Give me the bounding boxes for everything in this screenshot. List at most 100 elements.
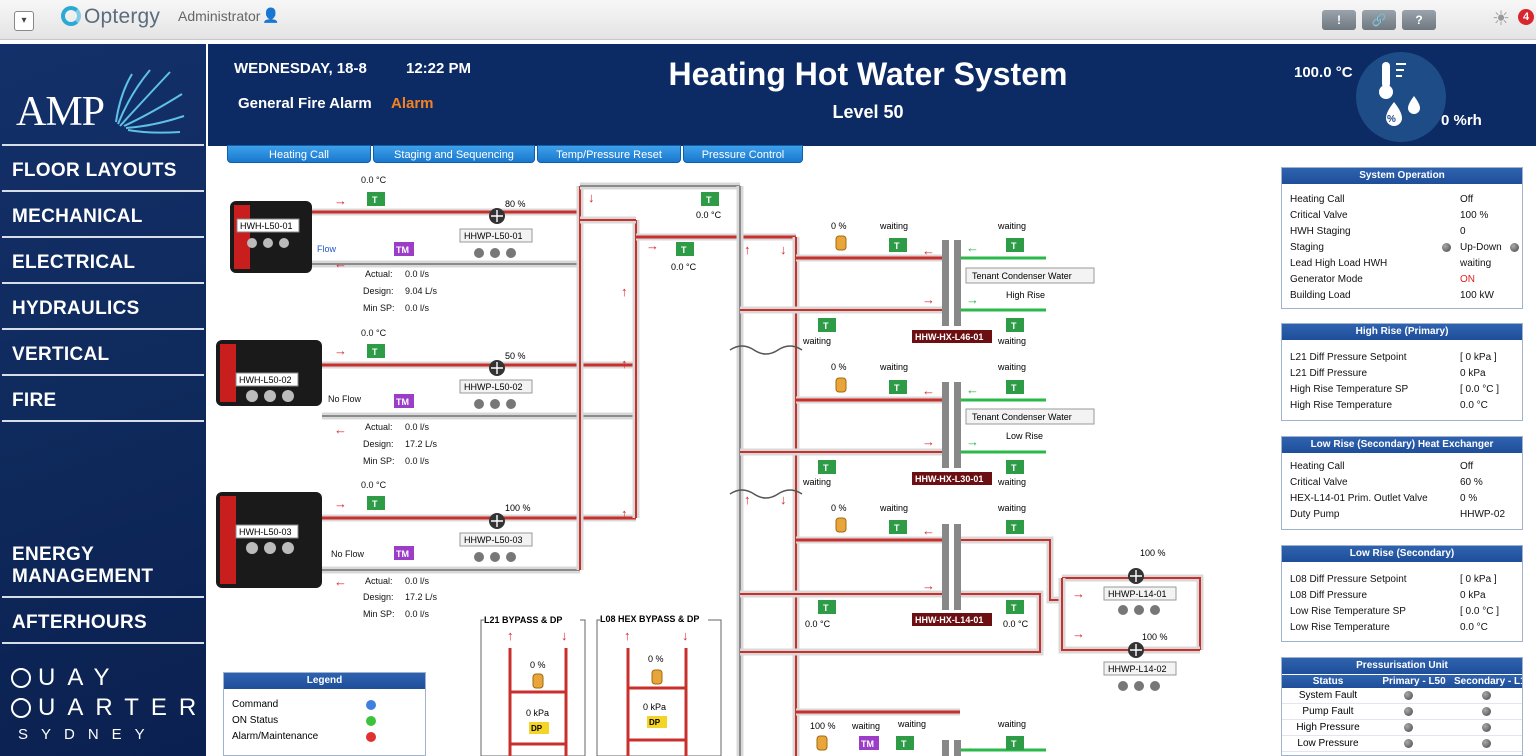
- alert-button[interactable]: !: [1322, 10, 1356, 30]
- svg-text:TM: TM: [861, 739, 874, 749]
- row-value[interactable]: [ 0 kPa ]: [1460, 352, 1497, 363]
- help-button[interactable]: ?: [1402, 10, 1436, 30]
- row-value[interactable]: [ 0.0 °C ]: [1460, 384, 1500, 395]
- link-button[interactable]: 🔗: [1362, 10, 1396, 30]
- temp-sensor-tag: T: [1006, 238, 1024, 252]
- bypass-l08-valve-pct: 0 %: [648, 654, 664, 664]
- fire-alarm-status[interactable]: Alarm: [391, 95, 434, 112]
- col-secondary: Secondary - L14: [1454, 676, 1522, 687]
- row-label: System Fault: [1298, 690, 1358, 701]
- user-icon[interactable]: 👤: [262, 7, 280, 23]
- boiler-3[interactable]: HWH-L50-03: [216, 492, 322, 588]
- svg-text:T: T: [1011, 739, 1017, 749]
- nav-floor-layouts[interactable]: FLOOR LAYOUTS: [2, 148, 204, 192]
- boiler-data: 0.0 °C 0.0 °C 0.0 °C Flow No Flow No Flo…: [317, 175, 438, 619]
- flow-meter-tag: TM: [394, 242, 414, 256]
- row-value[interactable]: [ 0 kPa ]: [1460, 574, 1497, 585]
- row-value[interactable]: 100 %: [1460, 210, 1489, 221]
- flow-meter-tags[interactable]: TM TM TM TM: [394, 242, 879, 750]
- row-label: L08 Diff Pressure: [1290, 590, 1368, 601]
- bypass-boxes[interactable]: L21 BYPASS & DP 0 % 0 kPa DP L08 HEX BYP…: [480, 613, 722, 756]
- boiler-1-minsp: 0.0 l/s: [405, 303, 430, 313]
- top-bar: ▾ Optergy Administrator 👤 ! 🔗 ? ☀ 4: [0, 0, 1536, 40]
- flow-meter-tag: TM: [394, 394, 414, 408]
- quay-quarter-q-icon: [11, 668, 31, 718]
- primary-pumps[interactable]: 80 % HHWP-L50-01 50 % HHWP-L50-02 100 % …: [459, 199, 533, 562]
- flow-arrow-down: ↓: [682, 628, 689, 643]
- hx-3-name: HHW-HX-L14-01: [915, 615, 983, 625]
- heat-exchangers[interactable]: HHW-HX-L46-01 Tenant Condenser Water Hig…: [805, 240, 1095, 756]
- staging-down-icon[interactable]: [1442, 243, 1451, 252]
- row-label: Heating Call: [1290, 461, 1345, 472]
- tab-staging-sequencing[interactable]: Staging and Sequencing: [373, 145, 535, 163]
- temp-sensor-tag: T: [701, 192, 719, 206]
- low-rise-panel: Low Rise (Secondary) L08 Diff Pressure S…: [1281, 545, 1523, 642]
- row-value[interactable]: 0: [1460, 226, 1466, 237]
- nav-energy-line1: ENERGY: [12, 544, 95, 565]
- waiting-label: waiting: [802, 336, 831, 346]
- legend-row: Alarm/Maintenance: [224, 729, 425, 745]
- row-value: 0 %: [1460, 493, 1478, 504]
- tab-heating-call[interactable]: Heating Call: [227, 145, 371, 163]
- row-value[interactable]: Off: [1460, 194, 1474, 205]
- flow-arrow-down: ↓: [561, 628, 568, 643]
- flow-arrow-right: →: [922, 292, 935, 307]
- tab-temp-pressure-reset[interactable]: Temp/Pressure Reset: [537, 145, 681, 163]
- nav-hydraulics[interactable]: HYDRAULICS: [2, 286, 204, 330]
- pump-1-speed: 80 %: [505, 199, 526, 209]
- flow-meter-tag: TM: [394, 546, 414, 560]
- page-subtitle: Level 50: [832, 102, 904, 122]
- boiler-2[interactable]: HWH-L50-02: [216, 340, 322, 406]
- temperature-sensors[interactable]: T T T T T T T T T T T T T T T T T T T: [367, 192, 1024, 750]
- row-value: ON: [1460, 274, 1475, 285]
- nav-energy-management[interactable]: ENERGY MANAGEMENT: [2, 544, 204, 598]
- boiler-2-minsp: 0.0 l/s: [405, 456, 430, 466]
- minsp-label: Min SP:: [363, 303, 395, 313]
- row-value: 60 %: [1460, 477, 1483, 488]
- boiler-1-temp: 0.0 °C: [361, 175, 387, 185]
- hx-valves[interactable]: 0 % 0 % 0 % 100 %: [810, 221, 847, 751]
- hx-2-zone: Low Rise: [1006, 431, 1043, 441]
- svg-text:T: T: [372, 347, 378, 357]
- nav-fire[interactable]: FIRE: [2, 378, 204, 422]
- staging-up-icon[interactable]: [1510, 243, 1519, 252]
- row-value[interactable]: [ 0.0 °C ]: [1460, 606, 1500, 617]
- flow-arrow-up: ↑: [744, 242, 751, 257]
- user-name[interactable]: Administrator: [178, 8, 261, 24]
- hx-3-valve-pct: 0 %: [831, 503, 847, 513]
- secondary-pumps[interactable]: 100 % HHWP-L14-01 100 % HHWP-L14-02: [1103, 548, 1177, 691]
- boiler-1[interactable]: HWH-L50-01: [230, 201, 312, 273]
- alarm-count-badge[interactable]: 4: [1518, 9, 1534, 25]
- optergy-logo-icon: [61, 6, 81, 26]
- nav-vertical[interactable]: VERTICAL: [2, 332, 204, 376]
- header-temp-2: 0.0 °C: [671, 262, 697, 272]
- waiting-label: waiting: [997, 336, 1026, 346]
- row-label: Heating Call: [1290, 194, 1345, 205]
- svg-text:T: T: [823, 603, 829, 613]
- pressurisation-row: Pump Fault: [1282, 704, 1522, 720]
- quarter-text: UARTER: [38, 694, 209, 721]
- boiler-2-name: HWH-L50-02: [239, 375, 292, 385]
- row-label: Building Load: [1290, 290, 1351, 301]
- nav-afterhours[interactable]: AFTERHOURS: [2, 600, 204, 644]
- panel-title: Low Rise (Secondary) Heat Exchanger: [1282, 437, 1522, 453]
- tab-pressure-control[interactable]: Pressure Control: [683, 145, 803, 163]
- hx-1-tenant: Tenant Condenser Water: [972, 271, 1072, 281]
- sun-icon[interactable]: ☀: [1492, 8, 1510, 30]
- menu-dropdown-button[interactable]: ▾: [14, 11, 34, 31]
- row-label: Low Rise Temperature: [1290, 622, 1390, 633]
- tenant-arrow-left: ←: [966, 240, 979, 255]
- waiting-labels: waiting waiting waiting waiting waiting …: [802, 221, 1026, 731]
- secondary-pump-1-speed: 100 %: [1140, 548, 1166, 558]
- flow-arrow-right: →: [334, 496, 347, 511]
- svg-text:TM: TM: [396, 549, 409, 559]
- nav-electrical[interactable]: ELECTRICAL: [2, 240, 204, 284]
- hx-2-name: HHW-HX-L30-01: [915, 474, 983, 484]
- nav-mechanical[interactable]: MECHANICAL: [2, 194, 204, 238]
- minsp-label: Min SP:: [363, 609, 395, 619]
- hx-left-temp: 0.0 °C: [805, 619, 831, 629]
- row-label: Pump Fault: [1302, 706, 1354, 717]
